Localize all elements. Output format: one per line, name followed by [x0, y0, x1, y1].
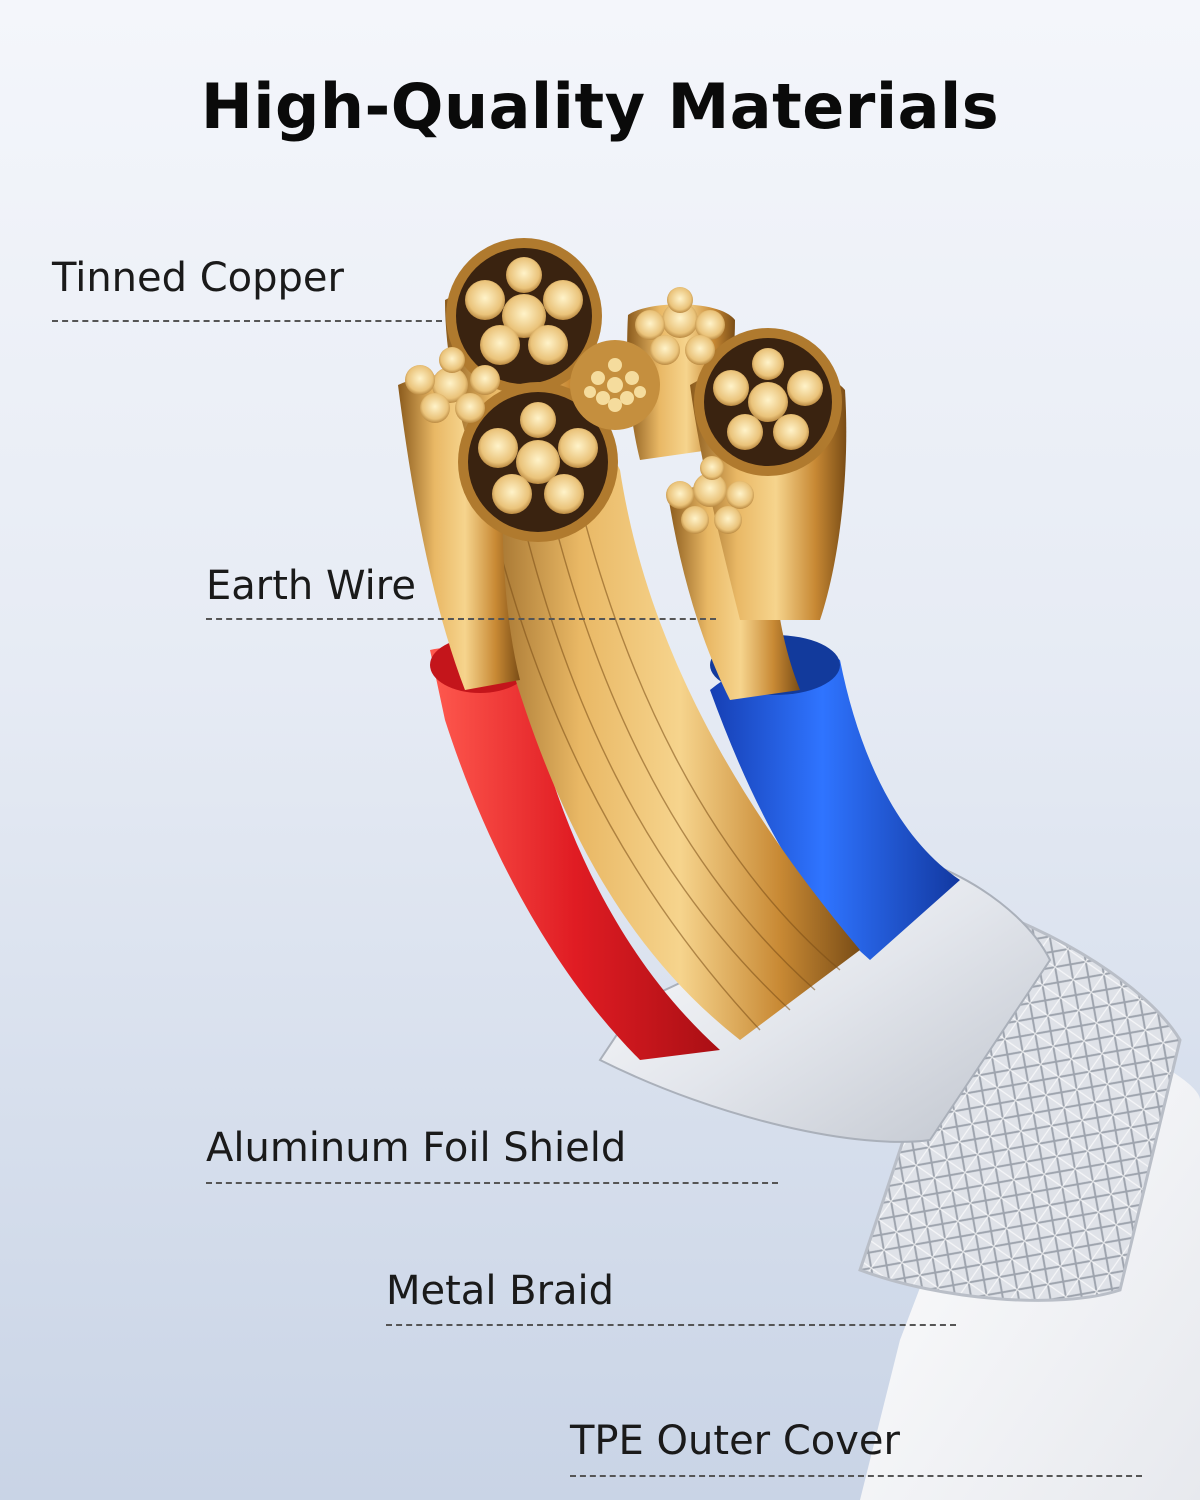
leader-tinned-copper — [52, 320, 442, 322]
blue-insulation — [710, 650, 960, 960]
label-earth-wire: Earth Wire — [206, 563, 416, 609]
leader-metal-braid — [386, 1324, 956, 1326]
label-metal-braid: Metal Braid — [386, 1268, 615, 1314]
leader-aluminum-foil-shield — [206, 1182, 778, 1184]
red-insulation — [430, 648, 720, 1060]
leader-tpe-outer-cover — [570, 1475, 1142, 1477]
leader-earth-wire — [206, 618, 716, 620]
label-aluminum-foil-shield: Aluminum Foil Shield — [206, 1125, 627, 1171]
main-copper-strand — [460, 440, 860, 1041]
page-title: High-Quality Materials — [200, 70, 1000, 143]
metal-braid — [858, 898, 1182, 1302]
label-tinned-copper: Tinned Copper — [52, 255, 344, 301]
label-tpe-outer-cover: TPE Outer Cover — [570, 1418, 900, 1464]
strand-faces — [405, 238, 842, 542]
